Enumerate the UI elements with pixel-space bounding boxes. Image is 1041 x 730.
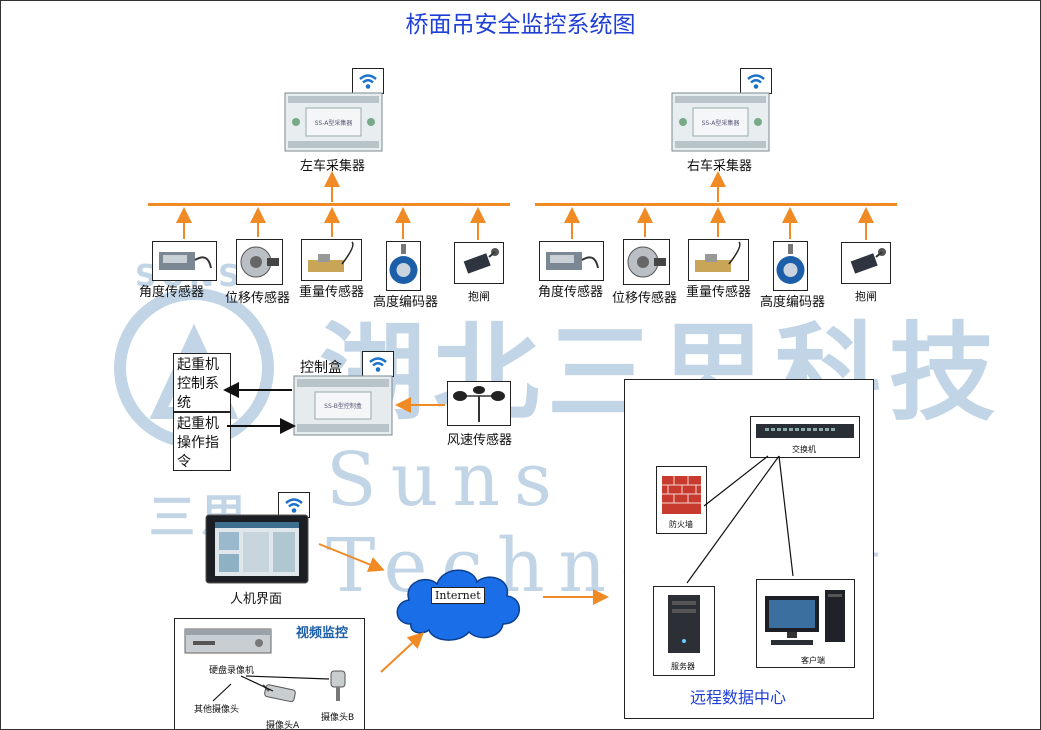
hmi-label: 人机界面 bbox=[230, 592, 283, 607]
brake-image bbox=[454, 242, 504, 284]
firewall-box: 防火墙 bbox=[656, 466, 707, 534]
displacement-sensor-image bbox=[236, 239, 283, 285]
video-monitoring-title: 视频监控 bbox=[296, 626, 349, 641]
sensor-label: 抱闸 bbox=[855, 290, 877, 303]
crane-command-line: 操作指 bbox=[177, 435, 219, 451]
control-box-label: 控制盒 bbox=[300, 360, 342, 376]
weight-sensor-image bbox=[301, 239, 362, 281]
brake-image bbox=[841, 242, 891, 284]
diagram-title: 桥面吊安全监控系统图 bbox=[405, 12, 636, 38]
left-collector-device: SS-A型采集器 bbox=[284, 92, 383, 152]
nvr-label: 硬盘录像机 bbox=[209, 666, 255, 676]
link-nvr-camera bbox=[212, 683, 232, 702]
link-switch-server bbox=[686, 455, 780, 584]
remote-data-center-panel: 交换机 防火墙 服务器 客户端 远程数据中心 bbox=[624, 379, 874, 719]
height-encoder-image bbox=[386, 241, 421, 291]
crane-command-line: 起重机 bbox=[177, 416, 219, 432]
remote-data-center-label: 远程数据中心 bbox=[690, 688, 787, 707]
switch-label: 交换机 bbox=[792, 445, 816, 454]
left-sensor-bus bbox=[148, 203, 510, 206]
video-monitoring-panel: 视频监控 硬盘录像机 其他摄像头 摄像头A 摄像头B bbox=[174, 618, 365, 730]
crane-control-system-box: 起重机 控制系 统 bbox=[173, 353, 231, 412]
server-icon bbox=[668, 595, 700, 653]
right-sensor-bus bbox=[535, 203, 897, 206]
right-collector-label: 右车采集器 bbox=[687, 159, 753, 174]
wifi-icon bbox=[352, 68, 384, 94]
switch-box: 交换机 bbox=[750, 416, 860, 458]
right-collector-device: SS-A型采集器 bbox=[671, 92, 770, 152]
client-label: 客户端 bbox=[801, 656, 825, 665]
internet-label: Internet bbox=[435, 589, 481, 602]
client-computer-icon bbox=[765, 590, 845, 645]
camera-a-label: 摄像头A bbox=[266, 721, 300, 730]
link-firewall-switch bbox=[703, 455, 769, 507]
link-nvr-camera bbox=[245, 675, 330, 680]
nvr-image bbox=[184, 628, 272, 654]
wifi-icon bbox=[362, 351, 394, 377]
angle-sensor-image bbox=[152, 241, 217, 281]
wifi-icon bbox=[740, 68, 772, 94]
angle-sensor-image bbox=[539, 241, 604, 281]
firewall-label: 防火墙 bbox=[669, 520, 693, 529]
sensor-label: 位移传感器 bbox=[225, 291, 291, 306]
client-box: 客户端 bbox=[756, 579, 855, 668]
hmi-tablet-image bbox=[205, 514, 309, 584]
server-box: 服务器 bbox=[653, 586, 715, 676]
link-switch-client bbox=[778, 455, 794, 577]
crane-command-box: 起重机 操作指 令 bbox=[173, 412, 231, 471]
sensor-label: 抱闸 bbox=[468, 290, 490, 303]
sensor-label: 位移传感器 bbox=[612, 291, 678, 306]
link-nvr-camera bbox=[240, 675, 274, 692]
camera-a-icon bbox=[262, 684, 296, 703]
camera-b-icon bbox=[330, 670, 346, 701]
wifi-icon bbox=[278, 492, 310, 518]
sensor-label: 角度传感器 bbox=[139, 285, 205, 300]
wind-sensor-image bbox=[447, 381, 511, 426]
crane-control-line: 起重机 bbox=[177, 357, 219, 373]
arrow-hmi-to-internet bbox=[318, 543, 385, 572]
wind-sensor-label: 风速传感器 bbox=[447, 433, 513, 448]
control-box-device-text: SS-B型控制盒 bbox=[324, 402, 362, 410]
right-collector-device-text: SS-A型采集器 bbox=[702, 119, 740, 127]
other-camera-label: 其他摄像头 bbox=[194, 705, 240, 715]
sensor-label: 角度传感器 bbox=[538, 285, 604, 300]
left-collector-label: 左车采集器 bbox=[300, 159, 366, 174]
arrow-video-to-internet bbox=[380, 632, 424, 673]
control-box-device: SS-B型控制盒 bbox=[293, 375, 393, 436]
displacement-sensor-image bbox=[623, 239, 670, 285]
crane-command-line: 令 bbox=[177, 454, 191, 470]
height-encoder-image bbox=[773, 241, 808, 291]
internet-cloud bbox=[389, 558, 525, 644]
weight-sensor-image bbox=[688, 239, 749, 281]
sensor-label: 重量传感器 bbox=[299, 285, 365, 300]
sensor-label: 高度编码器 bbox=[373, 295, 439, 310]
left-collector-device-text: SS-A型采集器 bbox=[315, 119, 353, 127]
server-label: 服务器 bbox=[671, 662, 695, 671]
camera-b-label: 摄像头B bbox=[321, 713, 355, 723]
sensor-label: 高度编码器 bbox=[760, 295, 826, 310]
crane-control-line: 控制系 bbox=[177, 376, 219, 392]
firewall-icon bbox=[662, 476, 701, 514]
sensor-label: 重量传感器 bbox=[686, 285, 752, 300]
crane-control-line: 统 bbox=[177, 395, 191, 411]
switch-icon bbox=[756, 424, 854, 438]
internet-label-box: Internet bbox=[431, 587, 485, 604]
